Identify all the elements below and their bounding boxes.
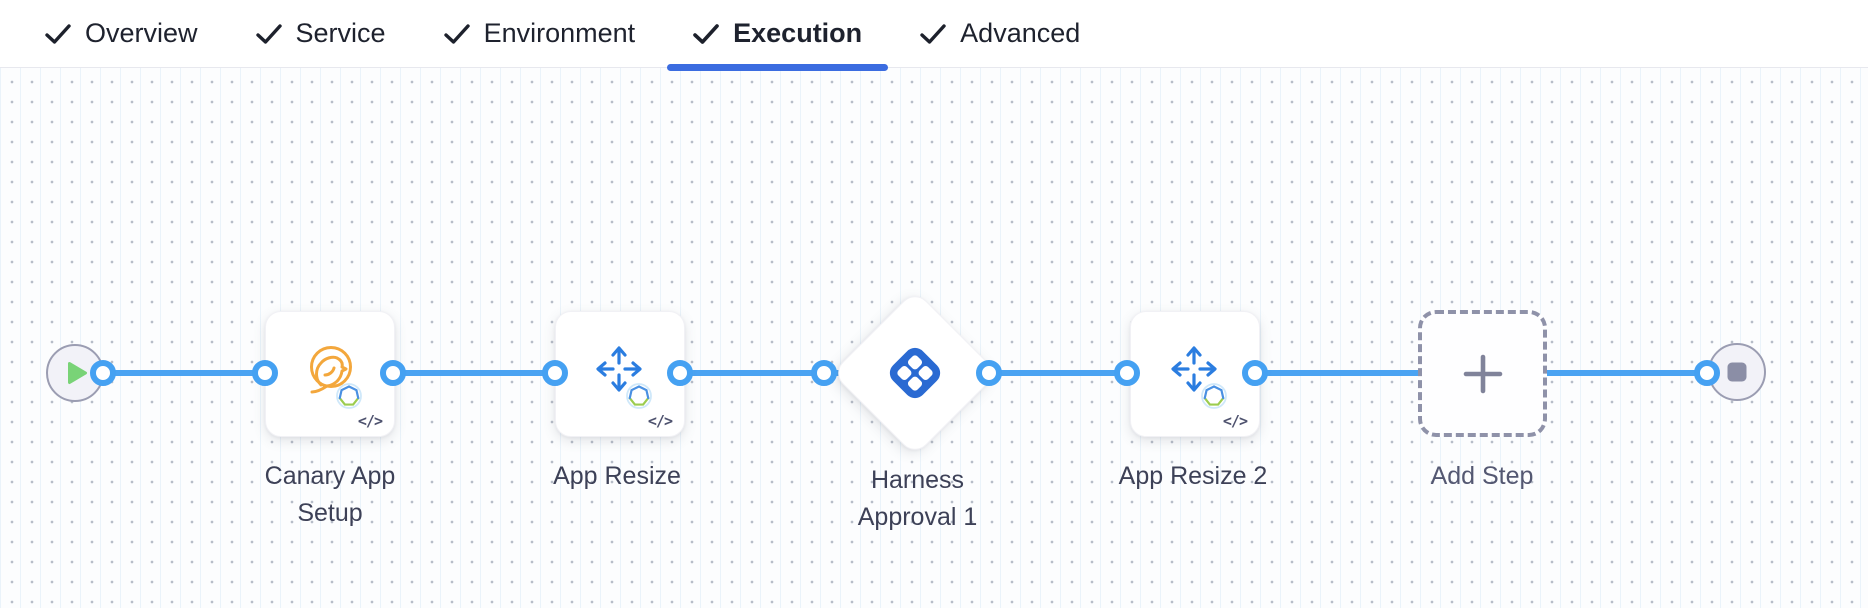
- tab-label: Execution: [733, 18, 863, 48]
- resize-arrows-icon: [1171, 346, 1217, 392]
- check-icon: [45, 23, 71, 44]
- check-icon: [443, 23, 470, 44]
- add-step-label: Add Step: [1430, 462, 1534, 490]
- resize-arrows-icon: [596, 346, 642, 392]
- gear-badge-icon: [336, 383, 362, 409]
- connector-port: [1694, 360, 1720, 386]
- connector-port: [811, 360, 837, 386]
- step-label: Harness Approval 1: [857, 466, 978, 531]
- step-label: App Resize: [553, 462, 681, 490]
- tab-label: Overview: [85, 18, 198, 48]
- check-icon: [255, 23, 282, 44]
- tab-label: Service: [295, 18, 386, 48]
- tab-environment[interactable]: Environment: [415, 0, 665, 67]
- connector-port: [542, 360, 568, 386]
- connector-port: [90, 360, 116, 386]
- gear-badge-icon: [1201, 383, 1227, 409]
- code-template-badge: </>: [357, 412, 383, 430]
- harness-logo-icon: [889, 347, 941, 399]
- canary-bird-icon: [310, 346, 352, 394]
- connector-port: [976, 360, 1002, 386]
- step-node-canary-app-setup[interactable]: </>: [265, 311, 395, 437]
- tab-label: Advanced: [960, 18, 1081, 48]
- pipeline-canvas[interactable]: </> </>: [0, 68, 1868, 608]
- step-label: App Resize 2: [1118, 462, 1268, 490]
- connector-port: [1114, 360, 1140, 386]
- step-node-harness-approval[interactable]: [831, 289, 999, 457]
- pipeline-stage-tabs: Overview Service Environment Execution A…: [0, 0, 1868, 71]
- connector-port: [380, 360, 406, 386]
- plus-icon: [1463, 354, 1502, 393]
- connector-port: [667, 360, 693, 386]
- gear-badge-icon: [626, 383, 652, 409]
- tab-advanced[interactable]: Advanced: [891, 0, 1109, 67]
- tab-overview[interactable]: Overview: [16, 0, 227, 67]
- connector-port: [1242, 360, 1268, 386]
- tab-label: Environment: [483, 18, 636, 48]
- step-node-app-resize-2[interactable]: </>: [1130, 311, 1260, 437]
- connector-port: [252, 360, 278, 386]
- check-icon: [693, 23, 719, 44]
- stop-icon: [1727, 362, 1747, 382]
- active-tab-indicator: [667, 64, 889, 71]
- check-icon: [920, 23, 946, 44]
- tab-execution[interactable]: Execution: [664, 0, 891, 71]
- tab-service[interactable]: Service: [227, 0, 415, 67]
- step-label: Canary App Setup: [264, 462, 396, 527]
- code-template-badge: </>: [1222, 412, 1248, 430]
- step-node-app-resize[interactable]: </>: [555, 311, 685, 437]
- add-step-button[interactable]: [1418, 310, 1547, 437]
- pipeline-start-node: [46, 344, 104, 402]
- play-icon: [67, 362, 87, 384]
- code-template-badge: </>: [647, 412, 673, 430]
